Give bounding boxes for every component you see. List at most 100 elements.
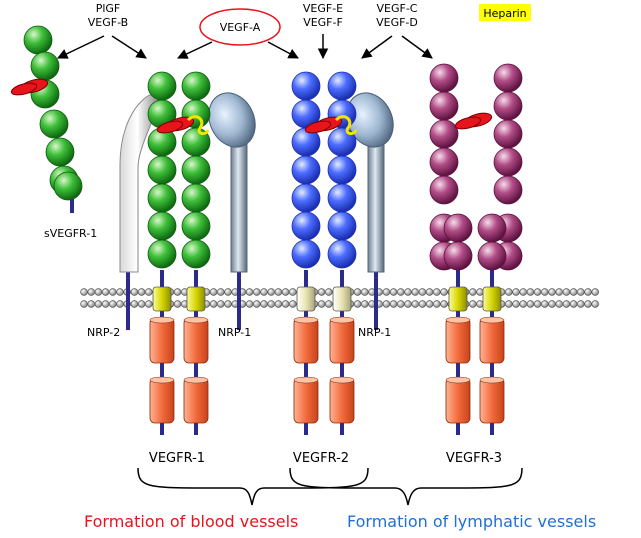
membrane-lipid-head — [411, 300, 419, 308]
membrane-lipid-head — [173, 300, 182, 308]
heparin-highlight — [479, 4, 531, 21]
vegfr2-ig-domain — [291, 155, 321, 185]
vegfr1-ig-domain — [147, 155, 177, 185]
membrane-lipid-head — [433, 300, 441, 308]
membrane-lipid-head — [440, 288, 448, 296]
membrane-lipid-head — [325, 300, 333, 308]
vegfr2-ig-domain — [327, 239, 357, 269]
vegfr1-kinase-domain — [149, 316, 175, 324]
membrane-lipid-head — [253, 288, 261, 296]
membrane-lipid-head — [548, 300, 556, 308]
ligand-label-vegfb: VEGF-B — [88, 16, 128, 29]
membrane-lipid-head — [317, 300, 326, 308]
vegfr2-kinase-domain — [293, 377, 319, 424]
arrow-vegfa-to-vegfr2 — [267, 41, 299, 59]
membrane-lipid-head — [353, 300, 362, 308]
membrane-lipid-head — [209, 288, 218, 296]
vegfr1-kinase-domain — [183, 316, 209, 324]
arrow-vegfc-to-vegfr3 — [401, 35, 433, 59]
vegfr3-ig-domain — [493, 91, 523, 121]
membrane-lipid-head — [145, 300, 153, 308]
membrane-lipid-head — [87, 288, 95, 296]
membrane-lipid-head — [382, 288, 391, 296]
membrane-lipid-head — [289, 300, 297, 308]
membrane-lipid-head — [425, 288, 434, 296]
vegfr3-kinase-domain — [479, 316, 505, 324]
svegfr1-ig-domain — [30, 51, 60, 81]
label-vegfr2: VEGFR-2 — [293, 451, 349, 466]
ligand-label-heparin: Heparin — [483, 7, 526, 20]
membrane-lipid-head — [548, 288, 556, 296]
membrane-lipid-head — [325, 288, 333, 296]
vegfr3-ig-domain — [429, 63, 459, 93]
membrane-lipid-head — [109, 288, 117, 296]
vegfr1-ig-domain — [147, 211, 177, 241]
membrane-lipid-head — [361, 288, 369, 296]
membrane-lipid-head — [404, 300, 412, 308]
brace-lymphatic-vessels — [289, 467, 523, 506]
membrane-lipid-head — [541, 288, 549, 296]
membrane-lipid-head — [224, 288, 232, 296]
vegfr3-ig-domain — [493, 147, 523, 177]
vegfr2-ig-domain — [327, 71, 357, 101]
membrane-lipid-head — [555, 288, 563, 296]
vegfr1-ig-domain — [147, 71, 177, 101]
membrane-lipid-head — [361, 300, 369, 308]
membrane-lipid-head — [116, 288, 124, 296]
vegfr3-kinase-domain — [479, 377, 505, 424]
membrane-lipid-head — [80, 300, 88, 308]
vegfr2-kinase-domain — [329, 316, 355, 324]
membrane-lipid-head — [130, 288, 139, 296]
membrane-lipid-head — [397, 300, 405, 308]
membrane-lipid-head — [267, 288, 275, 296]
ligand-label-vegfe: VEGF-E — [303, 2, 343, 15]
label-svegfr1: sVEGFR-1 — [44, 227, 97, 240]
ligand-vegfr3 — [454, 112, 493, 130]
membrane-lipid-head — [569, 288, 578, 296]
arrow-plgf-to-vegfr1 — [111, 35, 147, 59]
membrane-lipid-head — [476, 288, 484, 296]
membrane-lipid-head — [260, 300, 268, 308]
membrane-lipid-head — [404, 288, 412, 296]
vegfr3-ig-domain — [493, 175, 523, 205]
label-nrp1-left: NRP-1 — [218, 326, 251, 339]
membrane-lipid-head — [274, 288, 283, 296]
svegfr1-ig-domain — [23, 25, 53, 55]
vegfr3-ig-domain — [429, 91, 459, 121]
ligand-label-vegfd: VEGF-D — [376, 16, 418, 29]
vegfr3-kinase-domain — [445, 376, 471, 384]
membrane-lipid-head — [217, 300, 225, 308]
membrane-lipid-head — [591, 288, 599, 296]
membrane-lipid-head — [505, 288, 513, 296]
membrane-lipid-head — [577, 288, 585, 296]
vegfr1-kinase-domain — [183, 377, 209, 424]
membrane-lipid-head — [317, 288, 326, 296]
vegfr1-ig-domain — [147, 239, 177, 269]
membrane-lipid-head — [411, 288, 419, 296]
ligand-vegfr2 — [304, 115, 358, 136]
vegfr2-ig-domain — [291, 239, 321, 269]
membrane-lipid-head — [397, 288, 405, 296]
membrane-lipid-head — [476, 300, 484, 308]
membrane-lipid-head — [440, 300, 448, 308]
membrane-lipid-head — [418, 288, 427, 296]
vegfr2-kinase-domain — [329, 376, 355, 384]
membrane-lipid-head — [289, 288, 297, 296]
membrane-lipid-head — [555, 300, 563, 308]
vegfr3-tm-domain — [482, 286, 502, 312]
membrane-lipid-head — [274, 300, 283, 308]
membrane-lipid-head — [281, 288, 290, 296]
membrane-lipid-head — [87, 300, 95, 308]
membrane-lipid-head — [267, 300, 275, 308]
label-vegfr1: VEGFR-1 — [149, 451, 205, 466]
membrane-lipid-head — [109, 300, 117, 308]
membrane-lipid-head — [80, 288, 88, 296]
membrane-lipid-head — [137, 288, 146, 296]
brace-blood-vessels — [137, 467, 369, 506]
ligand-vegfr1 — [156, 115, 210, 136]
arrow-vegfc-to-vegfr2 — [361, 35, 393, 59]
membrane-lipid-head — [116, 300, 124, 308]
vegfr2-kinase-domain — [329, 317, 355, 364]
vegfr2-kinase-domain — [293, 376, 319, 384]
